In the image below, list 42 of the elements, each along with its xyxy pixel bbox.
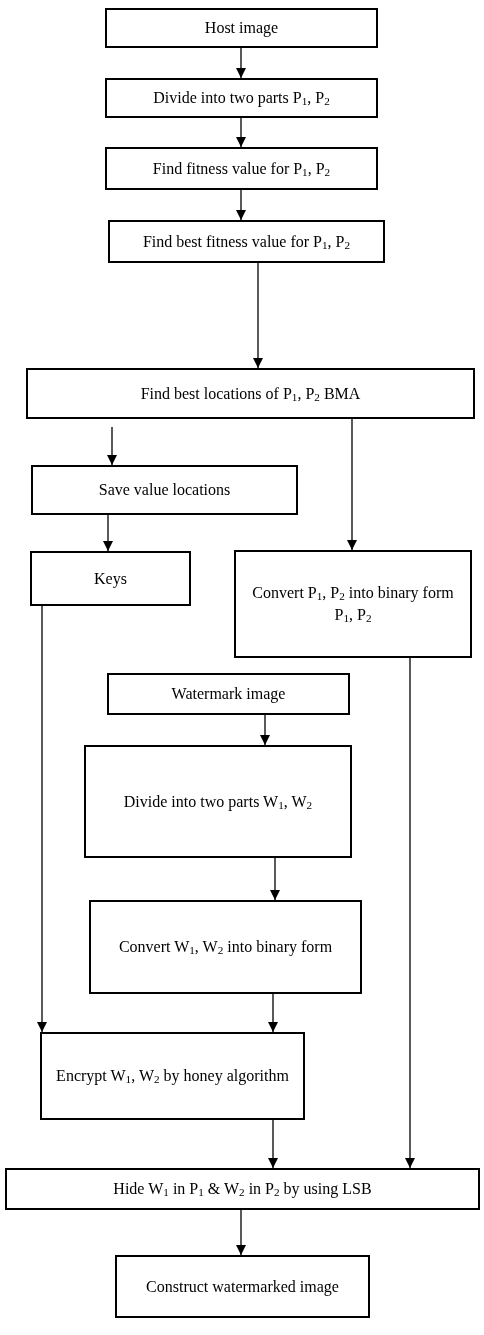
process-box: [105, 8, 378, 48]
process-box: [31, 465, 298, 515]
arrow: [236, 47, 246, 79]
process-box: [108, 220, 385, 263]
process-box: [115, 1255, 370, 1318]
arrow: [405, 657, 415, 1169]
arrow: [347, 418, 357, 551]
process-box: [30, 551, 191, 606]
box-text: Find best fitness value for P$_{1}$, P$_{2}$: [142, 231, 351, 253]
box-text: Convert P$_{1}$, P$_{2}$ into binary form P$_{1}$, P$_{2}$: [251, 583, 455, 626]
box-text: Hide W$_{1}$ in P$_{1}$ & W$_{2}$ in P$_{2}$ by using LSB: [113, 1179, 372, 1200]
arrow: [253, 262, 263, 369]
box-text: Convert W$_{1}$, W$_{2}$ into binary form: [118, 937, 333, 958]
arrow: [236, 189, 246, 221]
arrow: [270, 857, 280, 901]
box-text: Keys: [94, 568, 127, 590]
box-text: Find best locations of P$_{1}$, P$_{2}$ BMA: [140, 383, 361, 405]
process-box: [5, 1168, 480, 1210]
box-text: Construct watermarked image: [146, 1276, 339, 1298]
arrow: [103, 514, 113, 552]
process-box: [107, 673, 350, 715]
box-text: Save value locations: [98, 480, 231, 501]
arrow: [268, 1119, 278, 1169]
process-box: [89, 900, 362, 994]
box-text: Watermark image: [171, 684, 286, 705]
process-box: [105, 78, 378, 118]
process-box: [84, 745, 352, 858]
arrow: [236, 1209, 246, 1256]
process-box: [234, 550, 472, 658]
arrow: [236, 117, 246, 148]
arrow: [37, 605, 47, 1033]
process-box: [105, 147, 378, 190]
process-box: [26, 368, 475, 419]
arrow: [260, 714, 270, 746]
box-text: Find fitness value for P$_{1}$, P$_{2}$: [152, 158, 331, 180]
process-box: [40, 1032, 305, 1120]
box-text: Divide into two parts W$_{1}$, W$_{2}$: [123, 791, 313, 813]
arrow: [268, 993, 278, 1033]
arrow: [107, 426, 117, 466]
box-text: Divide into two parts P$_{1}$, P$_{2}$: [153, 88, 330, 109]
box-text: Host image: [204, 18, 279, 39]
box-text: Encrypt W$_{1}$, W$_{2}$ by honey algorithm: [56, 1066, 289, 1087]
